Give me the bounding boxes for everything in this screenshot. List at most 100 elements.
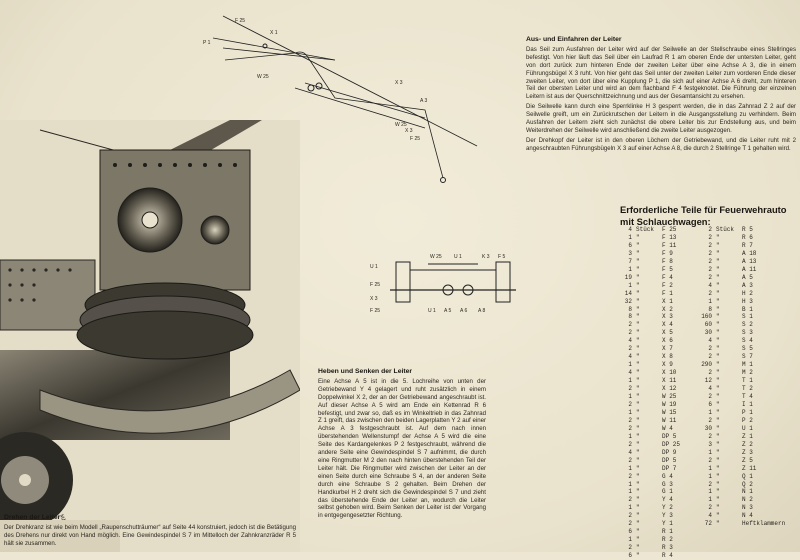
parts-row: 4"N 4 <box>694 512 772 520</box>
section-ladder-raise-title: Heben und Senken der Leiter <box>318 368 413 375</box>
parts-unit: " <box>716 456 720 464</box>
parts-id: Z 1 <box>742 432 753 440</box>
parts-row: 2"R 3 <box>614 544 692 552</box>
parts-qty: 1 <box>628 281 632 289</box>
parts-row: 72"Heftklammern <box>694 520 786 528</box>
parts-unit: " <box>716 432 720 440</box>
parts-id: U 1 <box>742 424 753 432</box>
parts-qty: 1 <box>628 408 632 416</box>
parts-qty: 14 <box>624 289 632 297</box>
parts-unit: " <box>636 408 640 416</box>
parts-row: 2"X 5 <box>614 329 692 337</box>
parts-qty: 3 <box>628 249 632 257</box>
parts-row: 2"W 19 <box>614 401 692 409</box>
section-ladder-extend: Aus- und Einfahren der Leiter Das Seil z… <box>526 36 796 155</box>
parts-qty: 2 <box>708 226 712 233</box>
parts-unit: " <box>716 369 720 377</box>
label-f25: F 25 <box>235 18 245 24</box>
parts-row: 1"F 13 <box>614 234 692 242</box>
parts-id: Q 2 <box>742 480 753 488</box>
parts-qty: 30 <box>704 424 712 432</box>
parts-id: N 4 <box>742 512 753 520</box>
parts-id: T 4 <box>742 393 753 401</box>
parts-unit: " <box>636 512 640 520</box>
parts-id: H 3 <box>742 297 753 305</box>
cs-label-a8: A 8 <box>478 308 485 314</box>
label-w25-b: W 25 <box>395 122 407 128</box>
parts-id: A 18 <box>742 249 757 257</box>
parts-id: Heftklammern <box>742 520 786 528</box>
parts-unit: " <box>636 281 640 289</box>
parts-qty: 3 <box>708 440 712 448</box>
parts-row: 2"A 13 <box>694 258 772 266</box>
parts-unit: " <box>636 345 640 353</box>
parts-id: Q 1 <box>742 472 753 480</box>
parts-id: F 11 <box>662 241 677 249</box>
parts-id: N 1 <box>742 488 753 496</box>
parts-list-title: Erforderliche Teile für Feuerwehrauto mi… <box>620 204 787 227</box>
parts-row: 2"R 6 <box>694 234 772 242</box>
parts-id: X 12 <box>662 385 677 393</box>
parts-id: S 2 <box>742 321 753 329</box>
parts-row: 30"S 3 <box>694 329 772 337</box>
parts-qty: 2 <box>628 345 632 353</box>
parts-row: 1"G 3 <box>614 481 692 489</box>
parts-qty: 2 <box>628 456 632 464</box>
parts-unit: " <box>716 393 720 401</box>
cs-label-x3: X 3 <box>370 296 378 302</box>
parts-row: 2"Y 4 <box>614 496 692 504</box>
parts-id: S 4 <box>742 337 753 345</box>
parts-id: R 7 <box>742 241 753 249</box>
parts-id: X 5 <box>662 329 673 337</box>
parts-unit: " <box>636 233 640 241</box>
cs-label-w25: W 25 <box>430 254 442 260</box>
parts-qty: 2 <box>628 472 632 480</box>
parts-qty: 1 <box>628 488 632 496</box>
parts-unit: " <box>636 257 640 265</box>
parts-id: Z 3 <box>742 448 753 456</box>
parts-unit: " <box>716 520 720 528</box>
parts-id: G 1 <box>662 488 673 496</box>
parts-qty: 7 <box>628 257 632 265</box>
cs-label-u1-b: U 1 <box>370 264 378 270</box>
parts-unit: " <box>636 241 640 249</box>
parts-qty: 4 <box>628 353 632 361</box>
parts-unit: " <box>636 480 640 488</box>
parts-id: W 25 <box>662 393 677 401</box>
fire-truck-model-illustration: MÄRKLIN <box>0 120 300 552</box>
parts-qty: 2 <box>628 496 632 504</box>
parts-row: 2"G 4 <box>614 473 692 481</box>
parts-unit: " <box>716 408 720 416</box>
parts-row: 3"Z 2 <box>694 441 772 449</box>
section-ladder-extend-title: Aus- und Einfahren der Leiter <box>526 36 622 43</box>
parts-row: 4"DP 9 <box>614 449 692 457</box>
parts-row: 2"S 7 <box>694 353 772 361</box>
parts-id: F 5 <box>662 265 673 273</box>
parts-unit: " <box>636 536 640 544</box>
parts-unit: " <box>636 472 640 480</box>
parts-unit: " <box>636 400 640 408</box>
parts-qty: 8 <box>708 305 712 313</box>
parts-qty: 1 <box>628 265 632 273</box>
label-x1: X 1 <box>270 30 278 36</box>
parts-row: 2 " X 7 <box>614 345 692 353</box>
parts-qty: 2 <box>628 440 632 448</box>
parts-row: 160"S 1 <box>694 313 772 321</box>
parts-id: X 7 <box>662 345 673 353</box>
parts-row: 1"X 9 <box>614 361 692 369</box>
parts-qty: 1 <box>708 464 712 472</box>
parts-qty: 1 <box>628 393 632 401</box>
parts-row: 8"X 2 <box>614 306 692 314</box>
parts-qty: 2 <box>708 393 712 401</box>
parts-unit: " <box>716 377 720 385</box>
parts-id: W 11 <box>662 416 677 424</box>
parts-qty: 2 <box>708 456 712 464</box>
parts-id: N 3 <box>742 504 753 512</box>
parts-id: F 2 <box>662 281 673 289</box>
cs-label-f25-b: F 25 <box>370 308 380 314</box>
parts-qty: 32 <box>624 297 632 305</box>
parts-id: Y 4 <box>662 496 673 504</box>
parts-id: DP 5 <box>662 432 677 440</box>
parts-id: W 19 <box>662 400 677 408</box>
parts-qty: 2 <box>628 520 632 528</box>
